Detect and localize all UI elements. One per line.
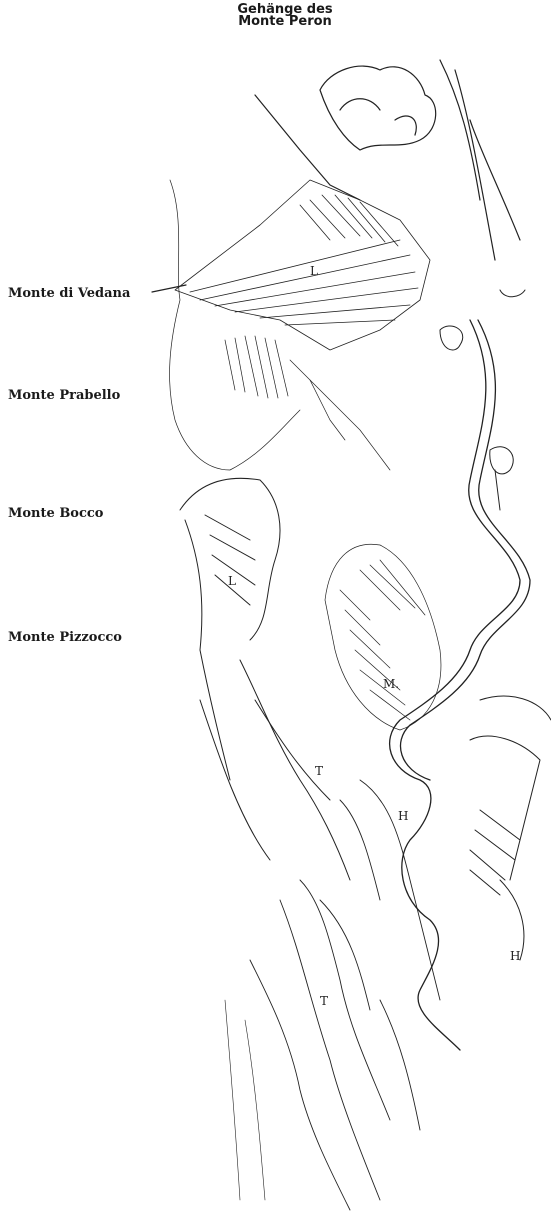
vedana-leader-line bbox=[152, 285, 186, 292]
left-margin-strokes bbox=[225, 1000, 265, 1200]
annotation-M: M. bbox=[383, 677, 399, 691]
annotation-H-1: H bbox=[398, 809, 408, 823]
annotation-T-1: T bbox=[315, 764, 323, 778]
central-mound bbox=[325, 544, 441, 730]
annotation-T-2: T bbox=[320, 994, 328, 1008]
annotation-L-2: L bbox=[228, 574, 236, 588]
winding-road bbox=[390, 320, 530, 1050]
lower-valley-ridges bbox=[250, 780, 440, 1210]
annotation-L-1: L bbox=[310, 264, 318, 278]
prabello-mass bbox=[170, 180, 390, 470]
bocco-pizzocco-slopes bbox=[180, 478, 350, 880]
annotation-H-2: H bbox=[510, 949, 520, 963]
vedana-cliff bbox=[175, 180, 430, 350]
peron-slope bbox=[255, 60, 520, 260]
